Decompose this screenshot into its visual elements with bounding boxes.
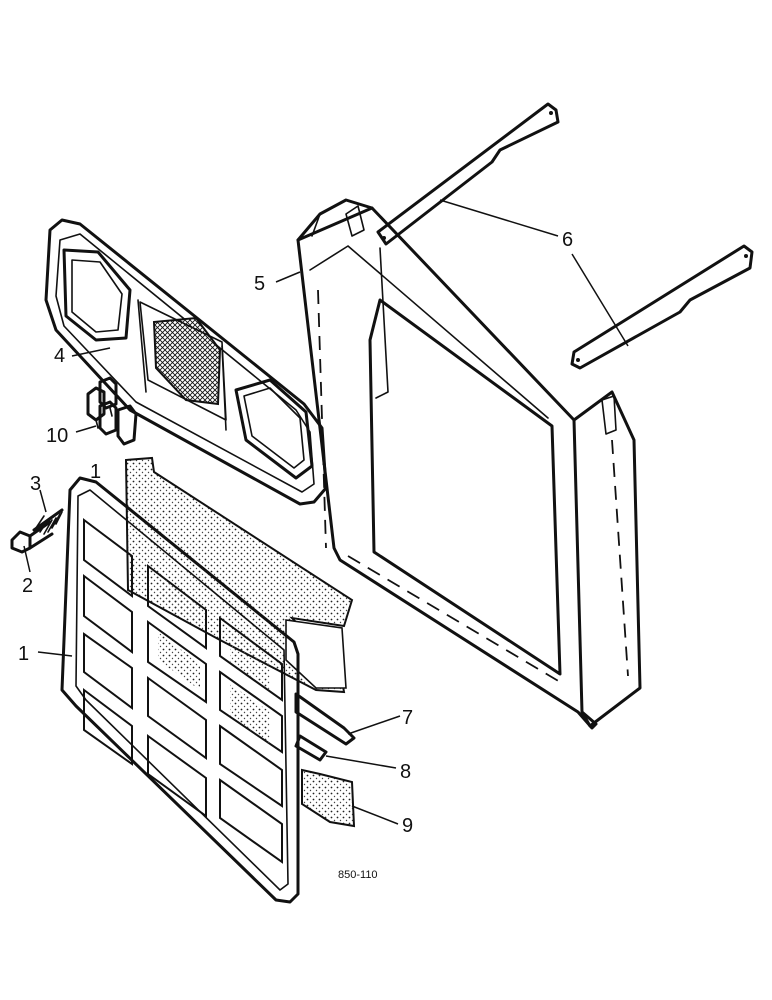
support-strap-upper [376,102,560,246]
callout-5: 5 [254,273,265,295]
callout-1: 1 [18,643,29,665]
seal-strip-8 [294,734,328,762]
front-grille [60,476,300,904]
foam-pad-9 [301,768,356,828]
callout-2: 2 [22,575,33,597]
callout-3: 3 [30,473,41,495]
callout-10: 10 [46,425,68,447]
callout-9: 9 [402,815,413,837]
bolt-2 [10,520,54,554]
callout-4: 4 [54,345,65,367]
leader-lines [23,199,629,825]
figure-code: 850-110 [338,869,378,881]
callout-7: 7 [402,707,413,729]
callout-8: 8 [400,761,411,783]
headlamp-bezel [44,218,328,506]
support-strap-lower [570,244,754,370]
spring-3 [32,508,64,535]
grille-shell-frame [296,198,642,730]
seal-strip-7 [294,692,356,746]
callout-6: 6 [562,229,573,251]
seal-part-mark: 1 [90,461,101,483]
rear-seal-panel [124,456,354,694]
retaining-clips [86,376,138,446]
